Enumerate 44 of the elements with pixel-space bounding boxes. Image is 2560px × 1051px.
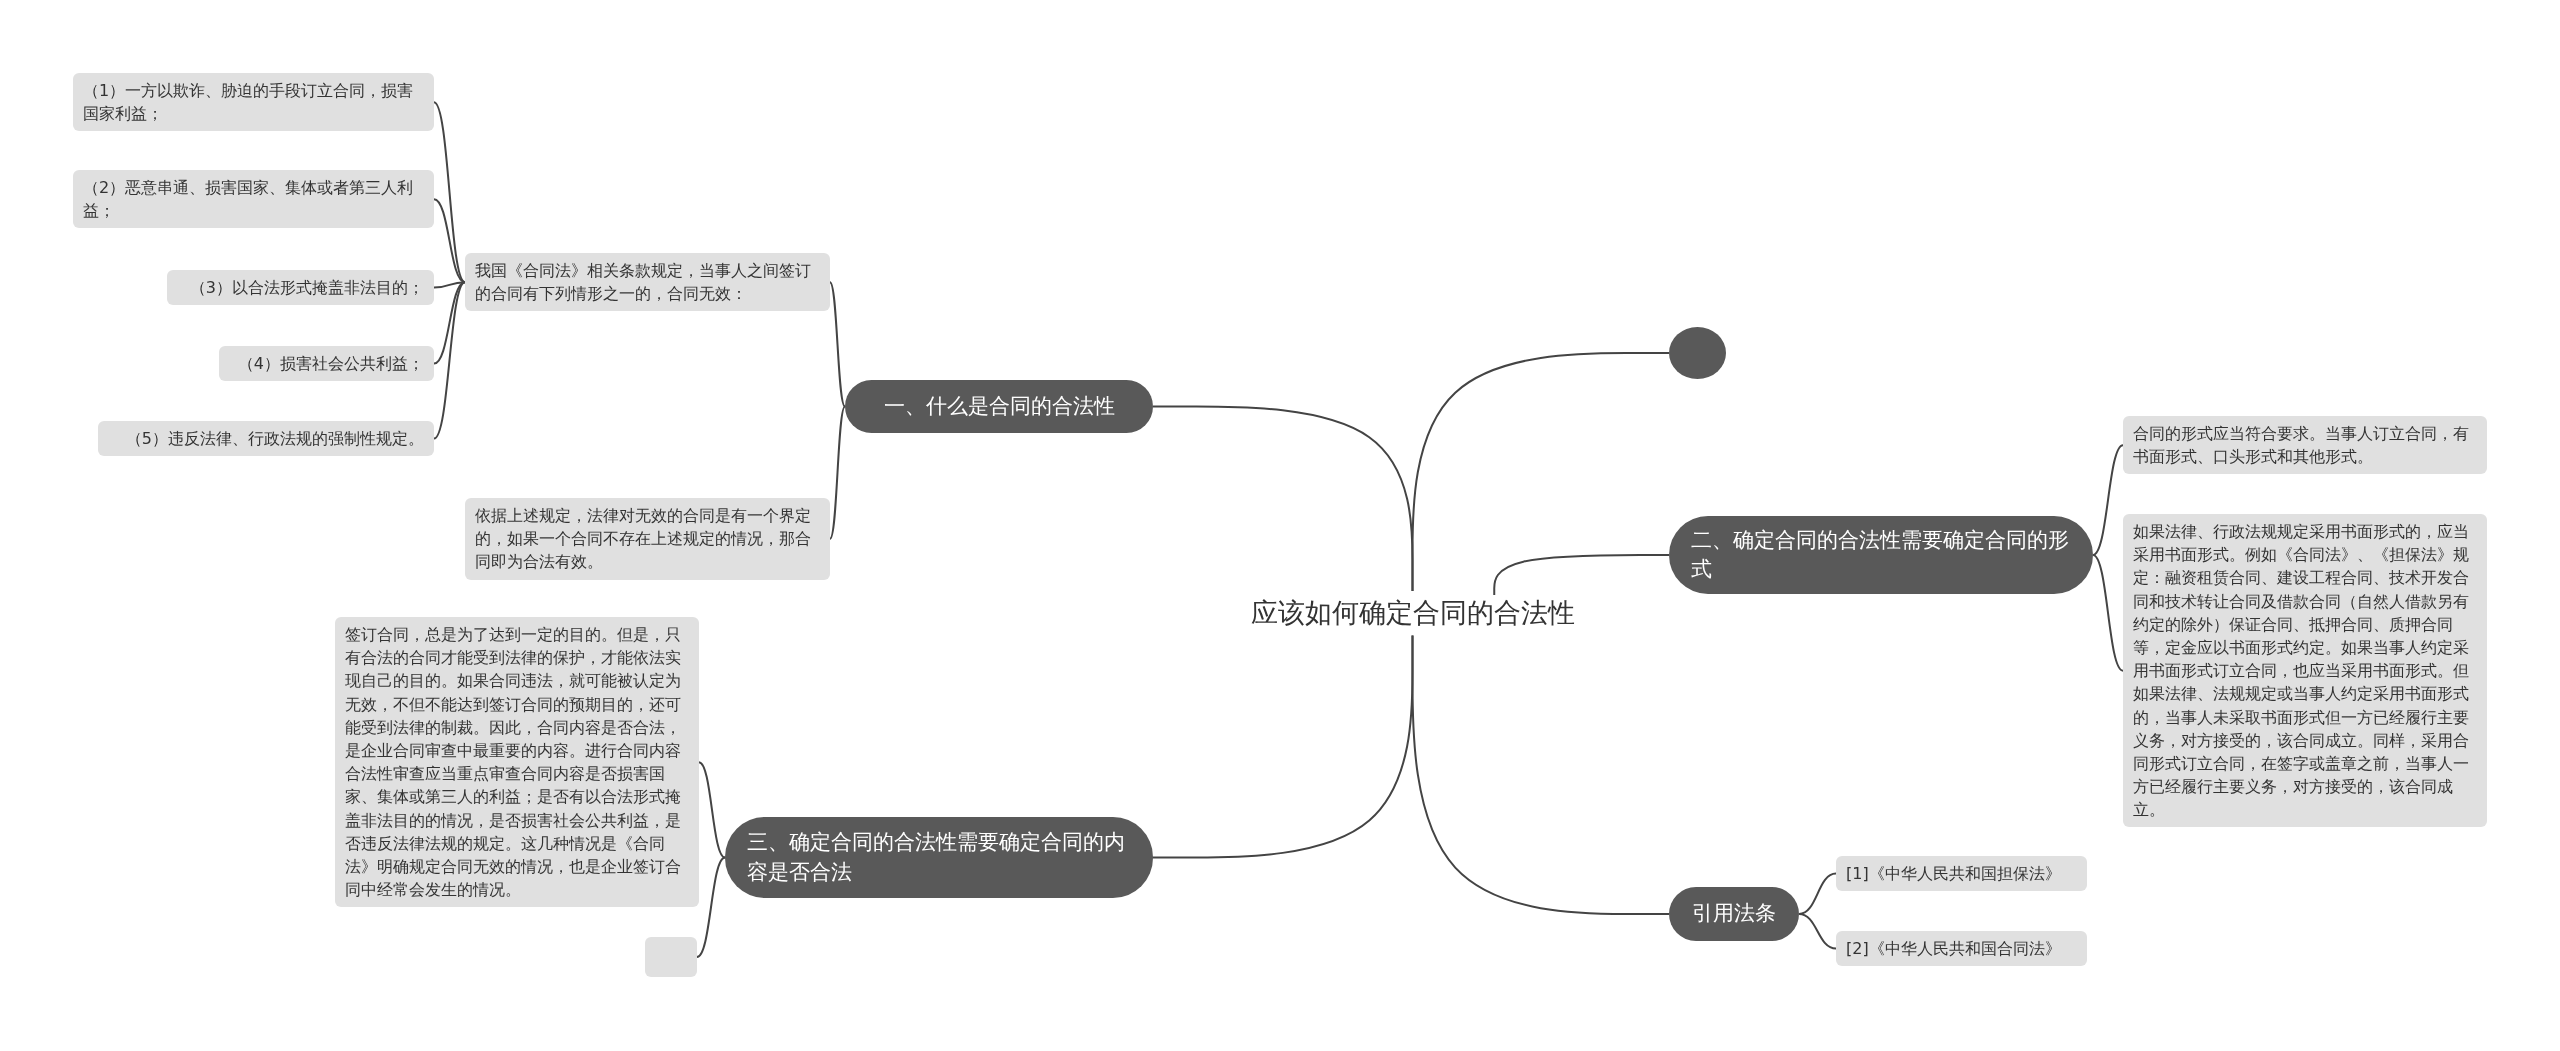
topic-text: 我国《合同法》相关条款规定，当事人之间签订的合同有下列情形之一的，合同无效：	[475, 260, 812, 306]
topic-text: 合同的形式应当符合要求。当事人订立合同，有书面形式、口头形式和其他形式。	[2133, 423, 2470, 469]
connector-line	[433, 281, 466, 440]
topic-text: 如果法律、行政法规规定采用书面形式的，应当采用书面形式。例如《合同法》、《担保法》规定：融资租赁合同、建设工程合同、技术开发合同和技术转让合同及借款合同（自然人借款另有约定的除外）保证合同、抵押合同、质押合同等，定金应以书面形式约定。如果当事人约定采用书面形式订立合同，也应当采用书面形式。但如果法律、法规规定或当事人约定采用书面形式的，当事人未采取书面形式但一方已经履行主要义务，对方接受的，该合同成立。同样，采用合同形式订立合同，在签字或盖章之前，当事人一方已经履行主要义务，对方接受的，该合同成立。	[2133, 521, 2470, 822]
topic-box	[845, 380, 1153, 433]
connector-line	[698, 761, 726, 859]
topic-text: （1）一方以欺诈、胁迫的手段订立合同，损害国家利益；	[83, 80, 415, 126]
central-topic-text: 应该如何确定合同的合法性	[1249, 596, 1576, 630]
topic-circle	[1669, 327, 1726, 379]
note-box	[2123, 416, 2487, 475]
connector-line	[696, 856, 726, 958]
connector-line	[1411, 634, 1670, 915]
topic-text: 签订合同，总是为了达到一定的目的。但是，只有合法的合同才能受到法律的保护，才能依法实现自己的目的。如果合同违法，就可能被认定为无效，不但不能达到签订合同的预期目的，还可能受到法律的制裁。因此，合同内容是否合法，是企业合同审查中最重要的内容。进行合同内容合法性审查应当重点审查合同内容是否损害国家、集体或第三人的利益；是否有以合法形式掩盖非法目的的情况，是否损害社会公共利益，是否违反法律法规的规定。这几种情况是《合同法》明确规定合同无效的情况，也是企业签订合同中经常会发生的情况。	[345, 624, 682, 902]
note-box	[73, 73, 434, 132]
topic-text: （4）损害社会公共利益；	[236, 353, 424, 375]
connector-line	[2092, 444, 2124, 556]
note-box	[73, 170, 434, 229]
note-box	[465, 498, 830, 580]
topic-box	[1669, 887, 1799, 941]
note-box	[167, 270, 434, 306]
note-box	[219, 346, 434, 382]
topic-text: （3）以合法形式掩盖非法目的；	[188, 277, 424, 299]
connector-line	[2092, 554, 2124, 672]
topic-text: 一、什么是合同的合法性	[883, 392, 1115, 420]
connector-line	[829, 281, 846, 408]
connector-line	[1798, 913, 1837, 950]
topic-text: 三、确定合同的合法性需要确定合同的内容是否合法	[747, 829, 1126, 886]
topic-text: 依据上述规定，法律对无效的合同是有一个界定的，如果一个合同不存在上述规定的情况，那合同即为合法有效。	[475, 505, 812, 574]
connector-line	[1411, 352, 1670, 592]
empty-box	[645, 937, 697, 977]
note-box	[98, 421, 434, 457]
connector-line	[433, 198, 466, 284]
topic-text: （2）恶意串通、损害国家、集体或者第三人利益；	[83, 177, 415, 223]
topic-text: （5）违反法律、行政法规的强制性规定。	[124, 428, 424, 450]
note-box	[465, 253, 830, 312]
connector-line	[433, 101, 466, 284]
topic-text: [2]《中华人民共和国合同法》	[1846, 938, 2062, 960]
topic-text: [1]《中华人民共和国担保法》	[1846, 863, 2062, 885]
topic-text: 二、确定合同的合法性需要确定合同的形式	[1691, 526, 2070, 583]
connector-line	[1493, 554, 1670, 596]
note-box	[1836, 931, 2087, 967]
note-box	[1836, 856, 2087, 892]
connector-line	[829, 405, 846, 540]
topic-text: 引用法条	[1692, 900, 1776, 928]
